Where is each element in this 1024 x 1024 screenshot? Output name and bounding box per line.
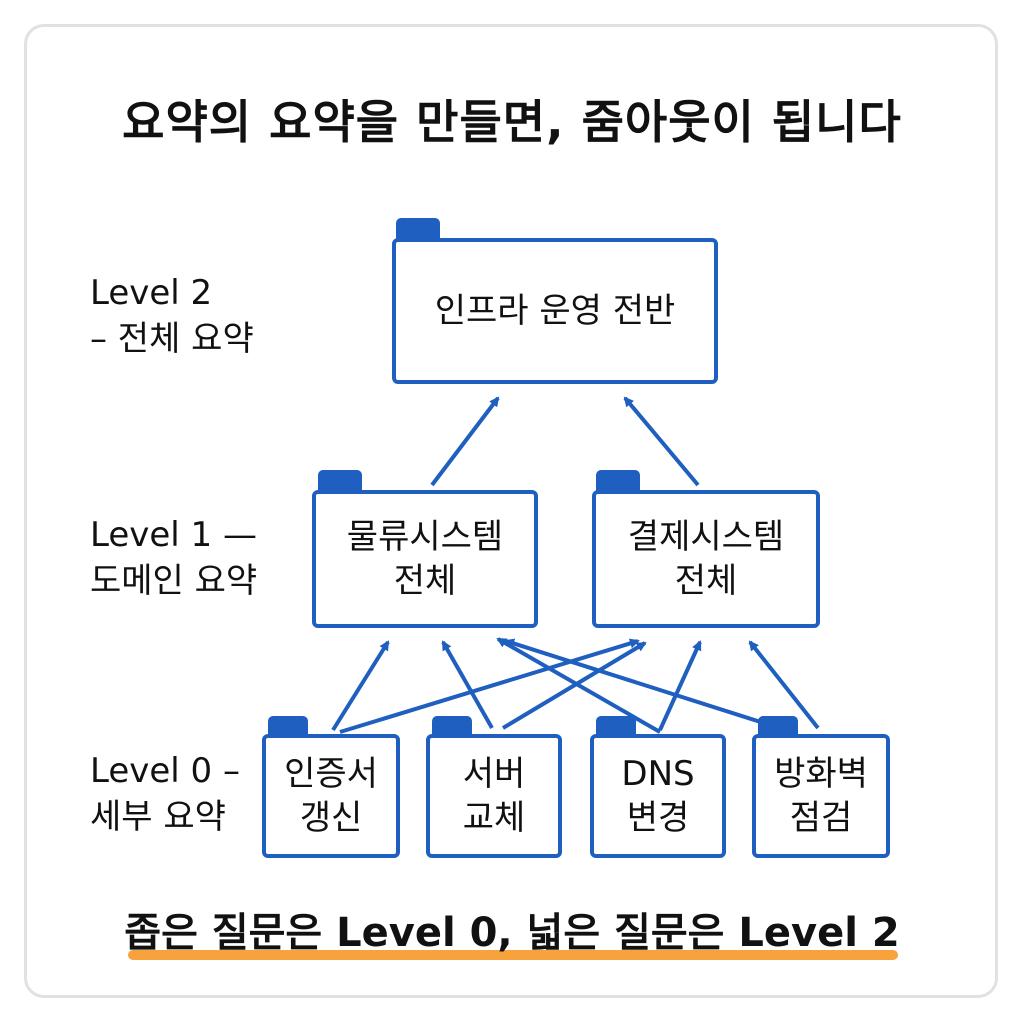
level-2-label-line2: – 전체 요약	[90, 319, 254, 359]
node-server-line2: 교체	[462, 798, 526, 838]
footer-caption: 좁은 질문은 Level 0, 넓은 질문은 Level 2	[124, 910, 900, 956]
node-dns: DNS 변경	[590, 734, 726, 858]
arrow-firewall-to-logistics	[504, 638, 771, 727]
node-cert: 인증서 갱신	[262, 734, 400, 858]
level-2-label-line1: Level 2	[90, 273, 213, 313]
node-server: 서버 교체	[426, 734, 562, 858]
level-1-label: Level 1 — 도메인 요약	[90, 512, 257, 604]
node-firewall: 방화벽 점검	[752, 734, 890, 858]
node-dns-line1: DNS	[621, 754, 695, 794]
node-dns-line2: 변경	[626, 798, 690, 838]
level-1-label-line2: 도메인 요약	[90, 561, 258, 601]
folder-tab-icon	[596, 716, 636, 738]
level-0-label-line1: Level 0 –	[90, 751, 240, 791]
folder-tab-icon	[318, 470, 362, 492]
arrow-logistics-to-top	[430, 396, 500, 487]
arrow-cert-to-logistics	[331, 640, 390, 732]
node-logistics-line1: 물류시스템	[346, 517, 504, 557]
arrow-server-to-payment	[501, 641, 647, 730]
node-logistics-line2: 전체	[393, 561, 457, 601]
node-top-label: 인프라 운영 전반	[434, 291, 676, 331]
node-payment: 결제시스템 전체	[592, 490, 820, 628]
folder-tab-icon	[396, 218, 440, 240]
arrow-cert-to-payment	[339, 638, 640, 734]
folder-tab-icon	[758, 716, 798, 738]
folder-tab-icon	[596, 470, 640, 492]
level-2-label: Level 2 – 전체 요약	[90, 270, 254, 362]
arrow-dns-to-payment	[658, 640, 702, 731]
node-server-line1: 서버	[462, 754, 526, 794]
node-firewall-line2: 점검	[789, 798, 853, 838]
level-0-label: Level 0 – 세부 요약	[90, 748, 240, 840]
node-payment-line2: 전체	[674, 561, 738, 601]
node-payment-line1: 결제시스템	[627, 517, 785, 557]
arrow-server-to-logistics	[441, 640, 494, 729]
level-1-label-line1: Level 1 —	[90, 515, 257, 555]
folder-tab-icon	[432, 716, 472, 738]
node-firewall-line1: 방화벽	[774, 754, 868, 794]
arrow-firewall-to-payment	[748, 640, 820, 730]
node-logistics: 물류시스템 전체	[312, 490, 538, 628]
folder-tab-icon	[268, 716, 308, 738]
level-0-label-line2: 세부 요약	[90, 797, 226, 837]
footer-underline	[128, 950, 898, 960]
node-top-infra: 인프라 운영 전반	[392, 238, 718, 384]
node-cert-line2: 갱신	[299, 798, 363, 838]
arrow-payment-to-top	[623, 396, 700, 487]
diagram-title: 요약의 요약을 만들면, 줌아웃이 됩니다	[122, 95, 902, 149]
node-cert-line1: 인증서	[284, 754, 378, 794]
